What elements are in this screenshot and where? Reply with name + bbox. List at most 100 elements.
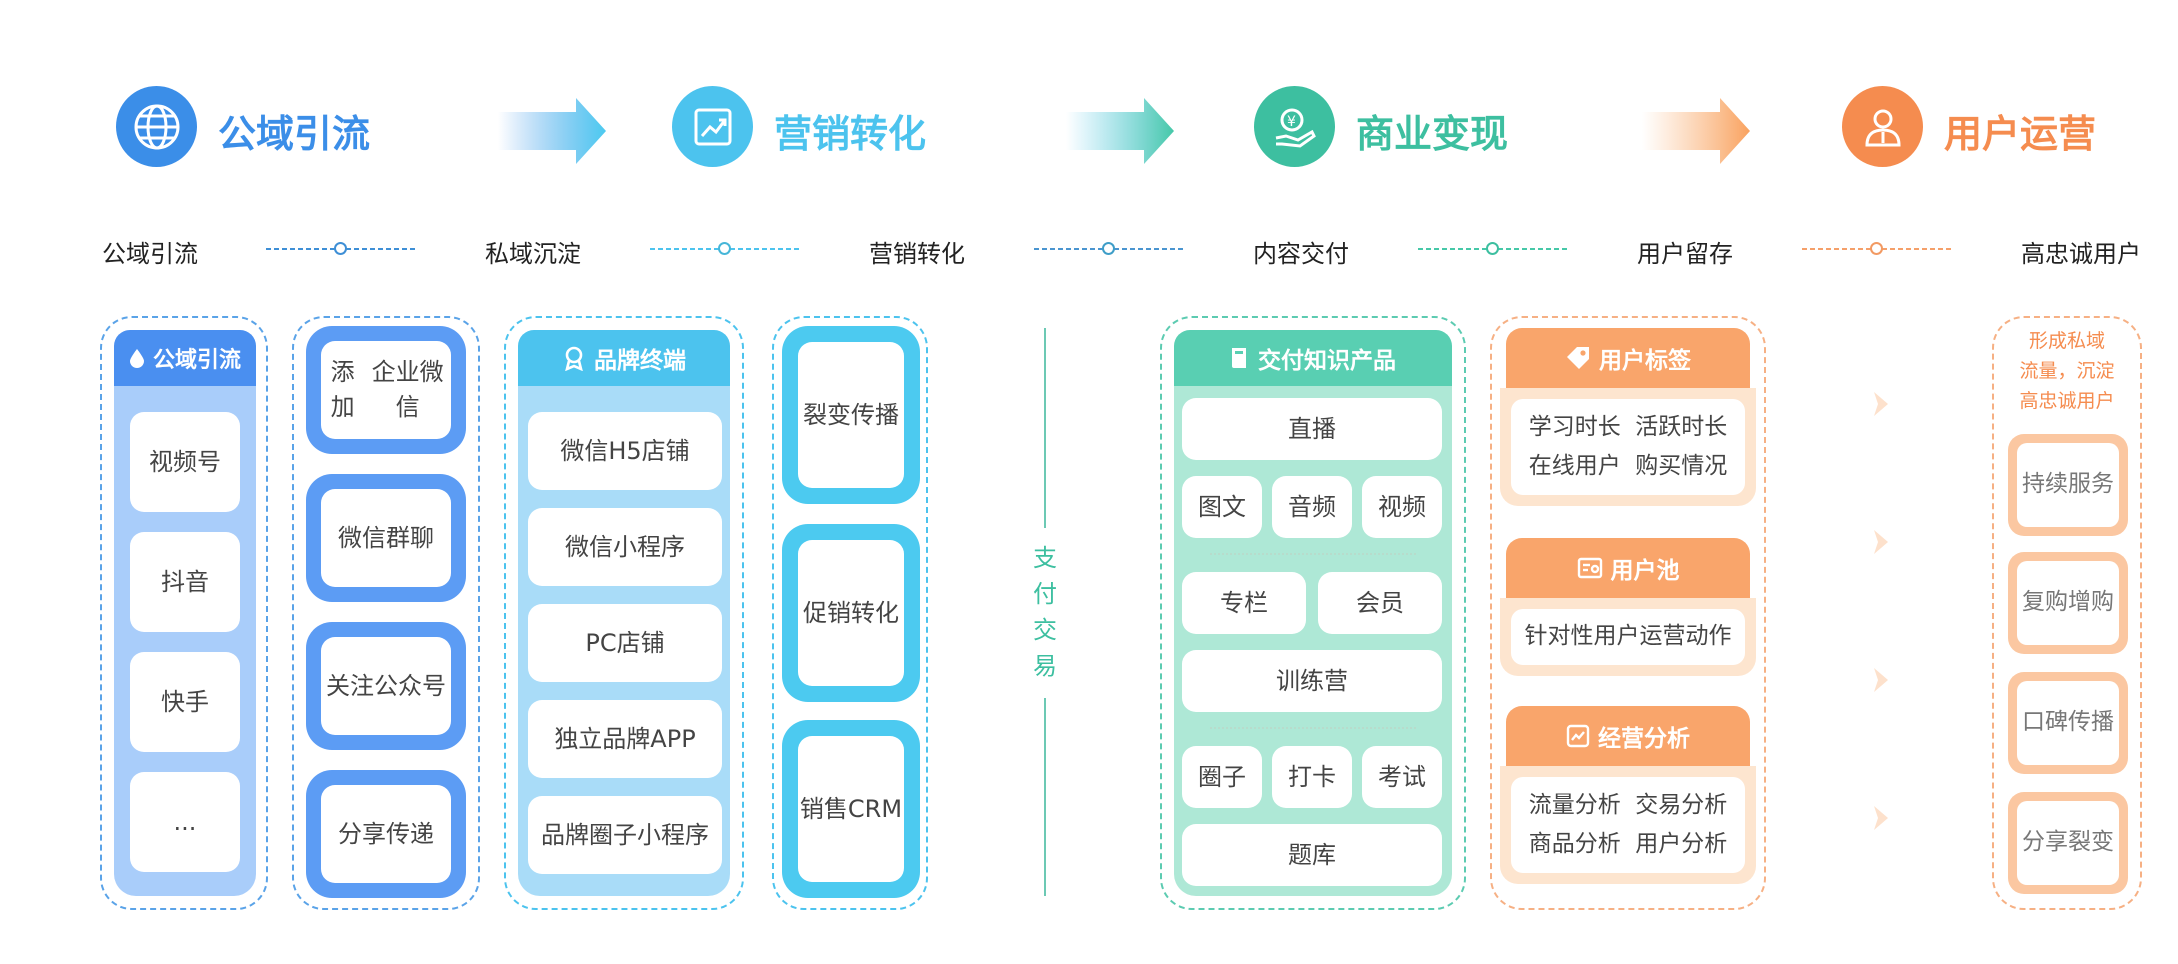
terminal-card[interactable]: PC店铺: [528, 604, 722, 682]
loyal-note: 形成私域 流量，沉淀 高忠诚用户: [1992, 326, 2142, 416]
column-brand-terminal: [504, 316, 744, 910]
entry-line: 微信: [338, 523, 386, 552]
arrow-right-icon: [1066, 98, 1174, 164]
column-delivery: [1160, 316, 1466, 910]
delivery-card[interactable]: 打卡: [1272, 746, 1352, 808]
analysis-line: 商品分析 用户分析: [1528, 831, 1728, 857]
conversion-line: 转化: [851, 598, 899, 627]
terminal-card[interactable]: 独立品牌APP: [528, 700, 722, 778]
chevron-right-icon: [1874, 668, 1888, 692]
column-header: 交付知识产品: [1174, 330, 1452, 386]
loyalty-card[interactable]: 复购增购: [2008, 552, 2128, 654]
pool-header: 用户池: [1506, 538, 1750, 598]
delivery-card[interactable]: 图文: [1182, 476, 1262, 538]
loyalty-card[interactable]: 口碑传播: [2008, 672, 2128, 774]
conversion-card[interactable]: 裂变传播: [782, 326, 920, 504]
analysis-box: 流量分析 交易分析 商品分析 用户分析: [1500, 766, 1756, 884]
badge-icon: [565, 346, 583, 371]
terminal-card[interactable]: 微信小程序: [528, 508, 722, 586]
payment-char: 易: [1033, 652, 1057, 680]
entry-line: 传递: [386, 819, 434, 848]
delivery-card[interactable]: 视频: [1362, 476, 1442, 538]
payment-label: 支 付 交 易: [1030, 540, 1060, 684]
section-divider: [1210, 727, 1416, 729]
flow-step-3: 营销转化: [869, 240, 965, 268]
column-public-traffic: [100, 316, 268, 910]
loyalty-line: 口碑: [2022, 709, 2068, 736]
arrow-right-icon: [498, 98, 606, 164]
delivery-card[interactable]: 音频: [1272, 476, 1352, 538]
loyalty-line: 传播: [2068, 709, 2114, 736]
delivery-card[interactable]: 专栏: [1182, 572, 1306, 634]
pool-box: 针对性用户运营动作: [1500, 598, 1756, 676]
globe-icon: [134, 104, 179, 149]
conversion-line: 传播: [851, 400, 899, 429]
loyalty-card[interactable]: 持续服务: [2008, 434, 2128, 536]
terminal-card[interactable]: 微信H5店铺: [528, 412, 722, 490]
stage-icon-money: ¥: [1254, 86, 1335, 167]
channel-card[interactable]: ...: [130, 772, 240, 872]
column-header: 公域引流: [114, 330, 256, 386]
delivery-card[interactable]: 题库: [1182, 824, 1442, 886]
column-user-ops: [1490, 316, 1766, 910]
flow-node: [1102, 242, 1115, 255]
payment-line-top: [1044, 328, 1046, 528]
analysis-header-label: 经营分析: [1598, 726, 1690, 752]
entry-card[interactable]: 关注公众号: [306, 622, 466, 750]
flow-node: [1870, 242, 1883, 255]
note-line: 流量，沉淀: [2019, 360, 2115, 382]
column-header-label: 公域引流: [152, 348, 241, 373]
payment-line-bottom: [1044, 698, 1046, 896]
entry-card[interactable]: 微信群聊: [306, 474, 466, 602]
flow-step-5: 用户留存: [1637, 240, 1733, 268]
stage-title-4: 用户运营: [1944, 112, 2097, 156]
entry-card[interactable]: 分享传递: [306, 770, 466, 898]
stage-icon-chart: [672, 86, 753, 167]
chart-up-icon: [694, 108, 731, 145]
stage-title-2: 营销转化: [774, 112, 927, 156]
delivery-card[interactable]: 圈子: [1182, 746, 1262, 808]
note-line: 高忠诚用户: [2019, 390, 2115, 412]
tags-header-label: 用户标签: [1599, 348, 1691, 374]
arrow-right-icon: [1642, 98, 1750, 164]
entry-card-label: 关注公众号: [321, 637, 451, 735]
conversion-card-label: 裂变传播: [798, 342, 904, 488]
entry-line: 公众号: [374, 671, 446, 700]
delivery-card[interactable]: 考试: [1362, 746, 1442, 808]
channel-card[interactable]: 视频号: [130, 412, 240, 512]
pool-line: 针对性用户运营动作: [1524, 623, 1732, 650]
entry-line: 群聊: [386, 523, 434, 552]
column-header: 品牌终端: [518, 330, 730, 386]
tags-box: 学习时长 活跃时长 在线用户 购买情况: [1500, 388, 1756, 506]
flow-step-1: 公域引流: [102, 240, 198, 268]
channel-card[interactable]: 快手: [130, 652, 240, 752]
delivery-card[interactable]: 会员: [1318, 572, 1442, 634]
chevron-right-icon: [1874, 806, 1888, 830]
analysis-line: 流量分析 交易分析: [1528, 791, 1728, 818]
loyalty-card-label: 持续服务: [2017, 443, 2119, 527]
terminal-card[interactable]: 品牌圈子小程序: [528, 796, 722, 874]
tags-content: 学习时长 活跃时长 在线用户 购买情况: [1511, 399, 1745, 495]
tags-line: 在线用户 购买情况: [1528, 453, 1728, 479]
entry-card-label: 微信群聊: [321, 489, 451, 587]
chevron-right-icon: [1874, 392, 1888, 416]
analysis-content: 流量分析 交易分析 商品分析 用户分析: [1511, 777, 1745, 873]
money-hand-icon: ¥: [1275, 108, 1316, 148]
channel-card[interactable]: 抖音: [130, 532, 240, 632]
delivery-card[interactable]: 训练营: [1182, 650, 1442, 712]
flow-step-6: 高忠诚用户: [2021, 240, 2141, 268]
entry-card-label: 添加企业微信: [321, 341, 451, 439]
pool-content: 针对性用户运营动作: [1511, 609, 1745, 665]
column-header-label: 品牌终端: [594, 348, 686, 374]
conversion-card[interactable]: 促销转化: [782, 524, 920, 702]
section-divider: [1210, 553, 1416, 555]
loyalty-card[interactable]: 分享裂变: [2008, 792, 2128, 894]
chevron-right-icon: [1874, 530, 1888, 554]
entry-card[interactable]: 添加企业微信: [306, 326, 466, 454]
flow-node: [718, 242, 731, 255]
loyalty-card-label: 分享裂变: [2017, 801, 2119, 885]
drop-icon: [129, 349, 144, 368]
delivery-card[interactable]: 直播: [1182, 398, 1442, 460]
loyalty-line: 服务: [2068, 471, 2114, 498]
